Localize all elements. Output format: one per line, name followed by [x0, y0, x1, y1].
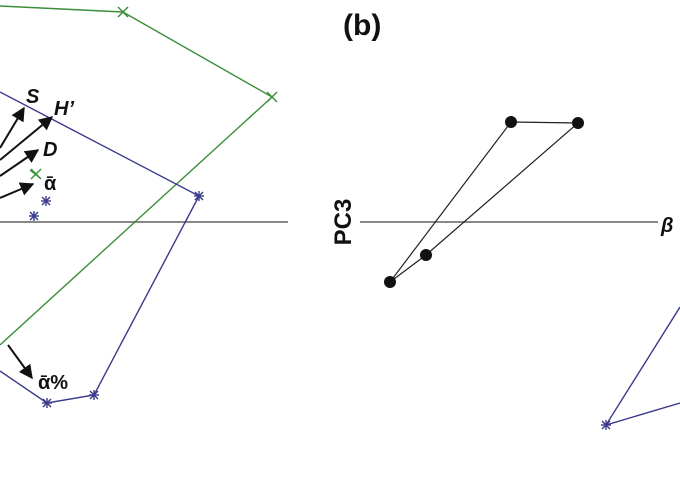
- vector-d-arrow: [0, 149, 40, 177]
- vector-arrows: [0, 106, 54, 380]
- vector-alpha-pct-arrow: [7, 344, 33, 380]
- axis-label-pc3: PC3: [330, 199, 357, 246]
- panel-label: (b): [343, 9, 381, 42]
- black-point-marker: [420, 249, 432, 261]
- vector-label-alpha-pct: ᾱ%: [38, 372, 68, 394]
- black-point-marker: [572, 117, 584, 129]
- purple-series: [0, 91, 205, 409]
- vector-h-arrow: [0, 116, 54, 161]
- green-point-marker: [30, 168, 42, 180]
- green-polyline: [0, 5, 274, 346]
- purple-point-marker: [600, 419, 612, 431]
- purple-polyline: [0, 91, 200, 404]
- black-series: [389, 121, 580, 283]
- green-point-marker: [266, 91, 278, 103]
- purple-point-marker: [41, 397, 53, 409]
- vector-label-alpha-bar: ᾱ: [44, 173, 57, 195]
- black-polygon: [389, 121, 580, 283]
- vector-label-h-prime: H’: [54, 98, 74, 120]
- green-series: [0, 5, 278, 346]
- purple-polyline-b: [604, 306, 680, 427]
- vector-label-s: S: [26, 86, 40, 108]
- vector-label-d: D: [43, 139, 57, 161]
- vector-alpha-arrow: [0, 182, 35, 199]
- purple-point-marker: [193, 190, 205, 202]
- axis-label-beta: β: [660, 215, 673, 237]
- black-point-marker: [384, 276, 396, 288]
- purple-point-marker: [40, 195, 52, 207]
- purple-point-marker: [28, 210, 40, 222]
- purple-point-marker: [88, 389, 100, 401]
- vector-s-arrow: [0, 106, 25, 149]
- purple-series-b: [600, 306, 680, 431]
- black-point-marker: [505, 116, 517, 128]
- black-points: [384, 116, 584, 288]
